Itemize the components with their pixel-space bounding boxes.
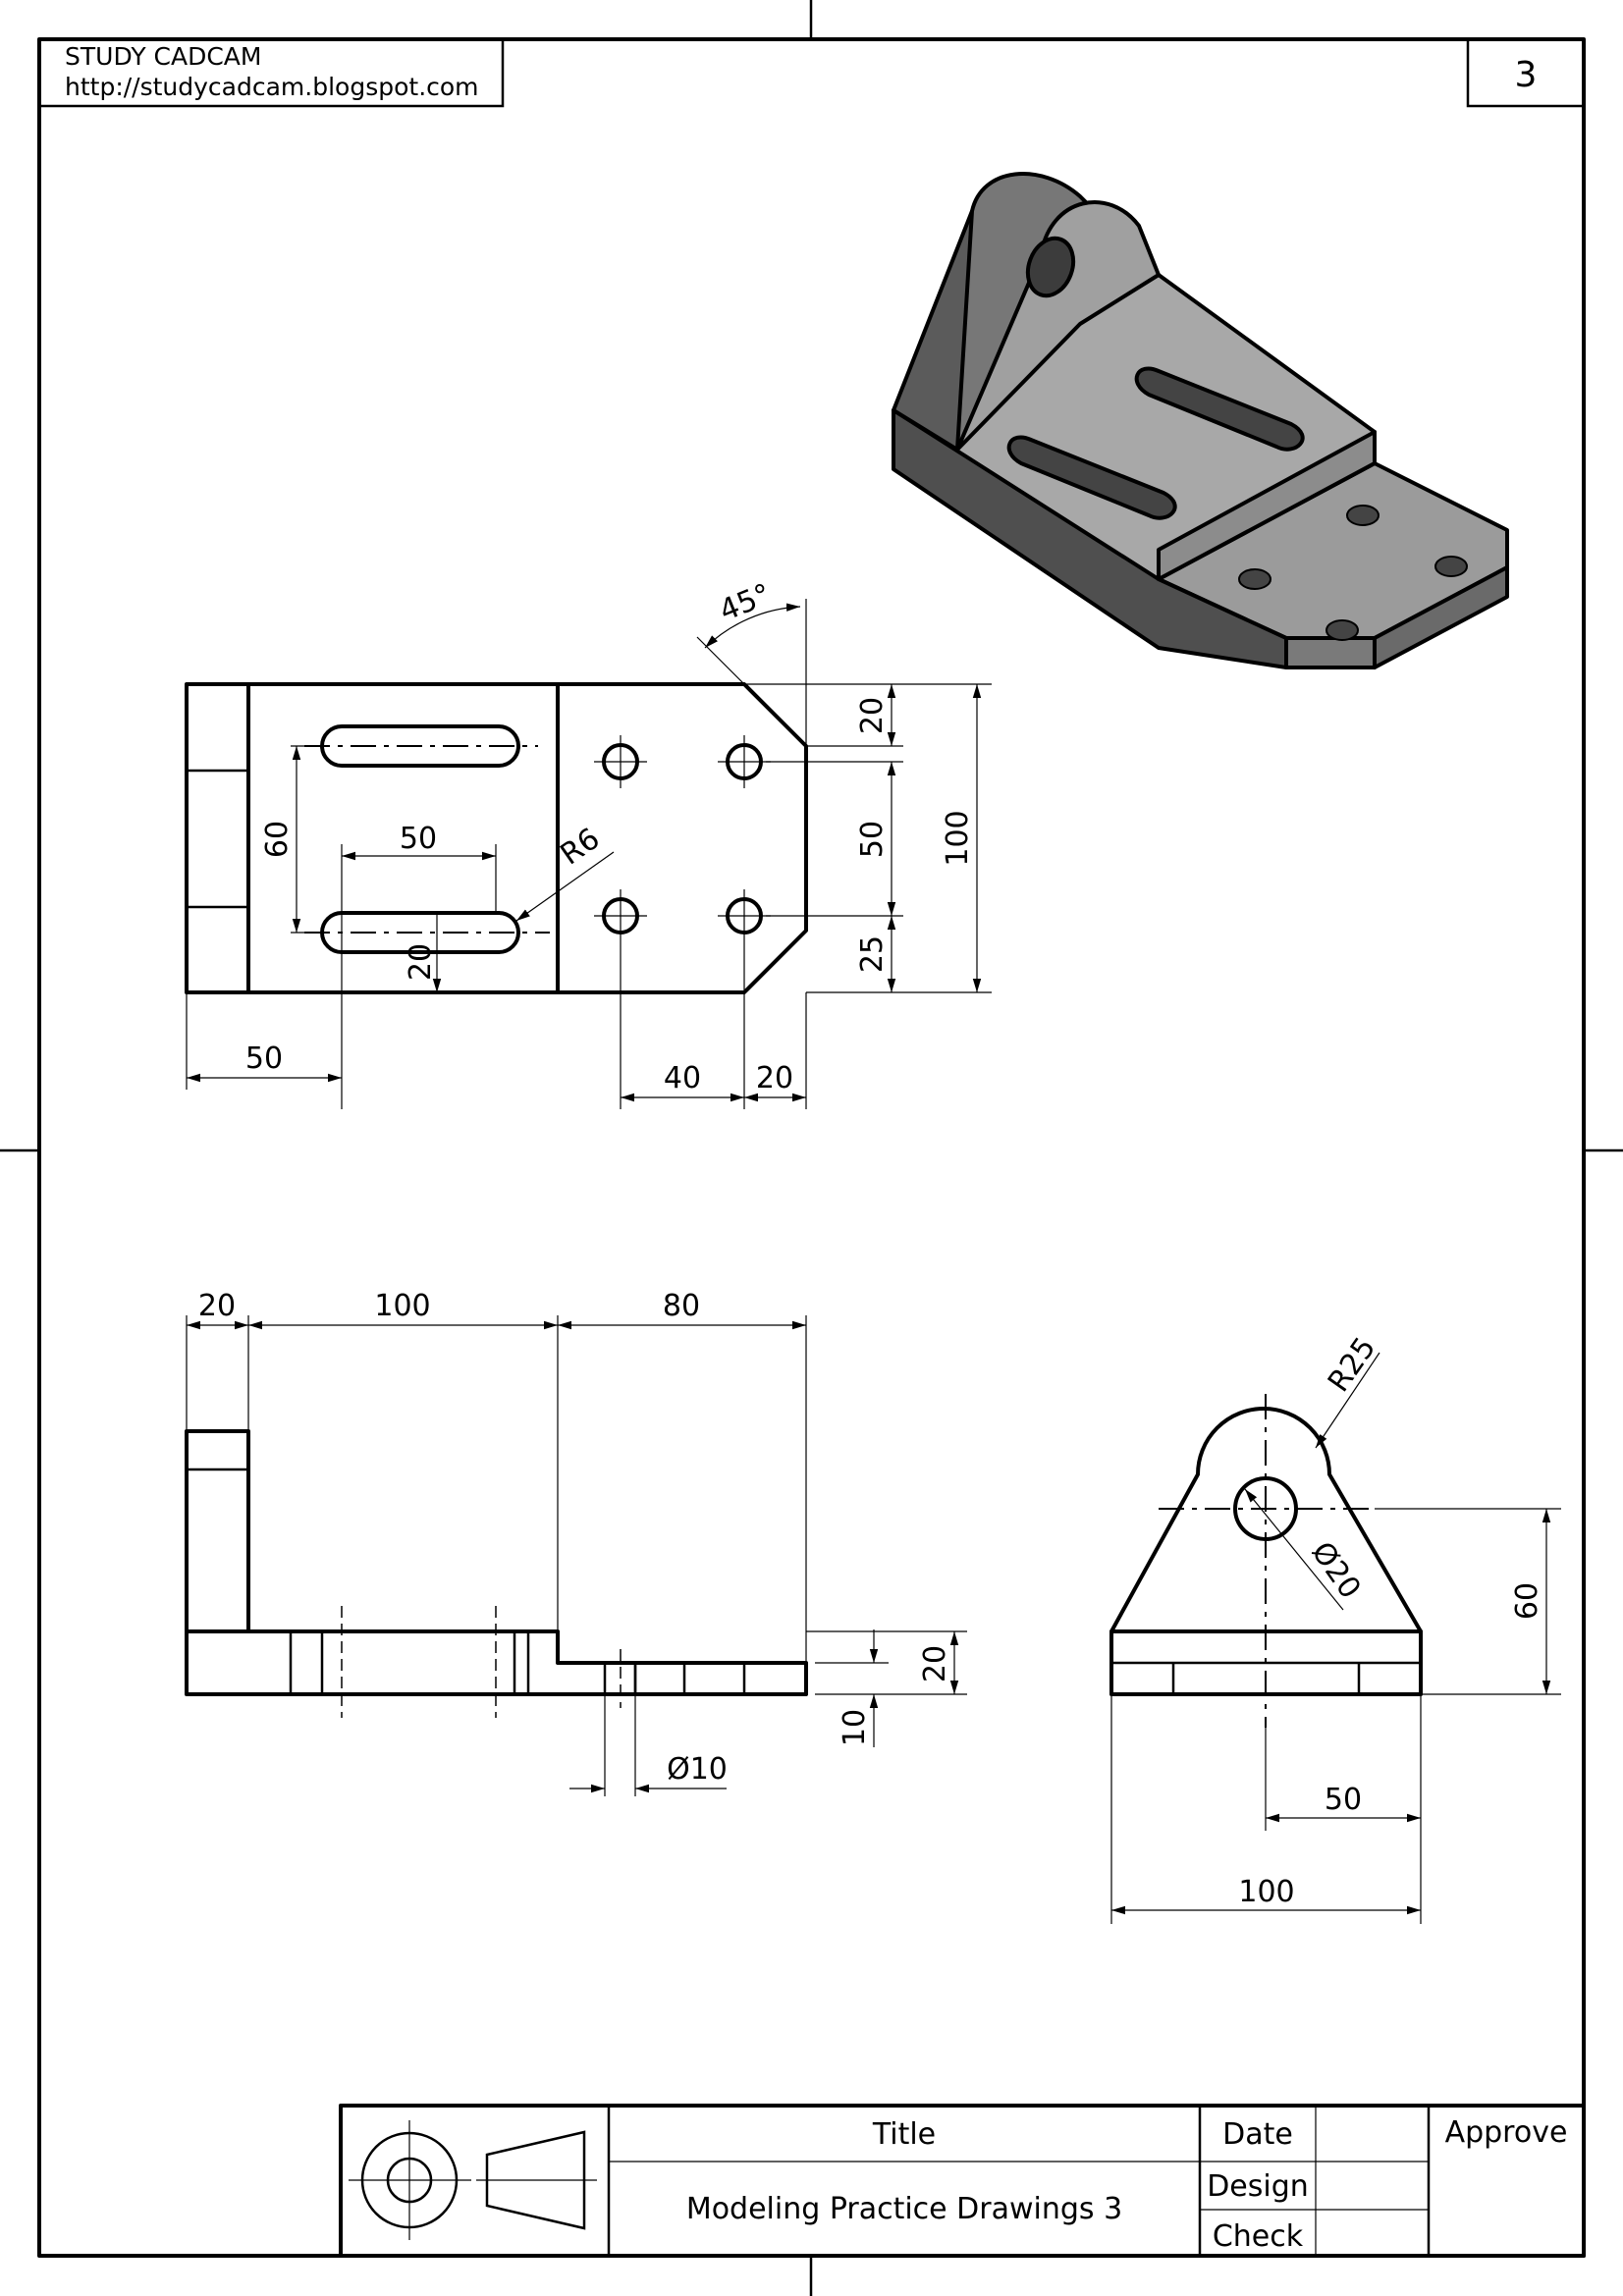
dim-front-10: 10 [838, 1709, 872, 1746]
dim-top-100: 100 [941, 810, 975, 866]
dim-r6: R6 [555, 822, 607, 873]
front-view: 20 100 80 20 10 Ø10 [185, 1289, 967, 1796]
dim-front-20: 20 [198, 1289, 236, 1323]
side-view: R25 Ø20 60 50 100 [1109, 1331, 1561, 1924]
dim-top-25: 25 [855, 935, 890, 973]
dim-front-100: 100 [374, 1289, 430, 1323]
dim-diameter-10: Ø10 [667, 1752, 728, 1787]
dim-diameter-20: Ø20 [1304, 1536, 1367, 1606]
dim-slot-50: 50 [400, 822, 437, 856]
check-label: Check [1213, 2219, 1304, 2254]
dim-side-100: 100 [1238, 1875, 1294, 1909]
dim-left-50: 50 [245, 1041, 283, 1076]
sheet-number-box: 3 [1466, 37, 1586, 108]
projection-symbol-icon [349, 2120, 597, 2240]
angle-label: 45° [715, 577, 776, 628]
isometric-view [892, 172, 1509, 669]
dim-slot-width-20: 20 [404, 943, 438, 981]
company-url: http://studycadcam.blogspot.com [65, 73, 479, 101]
dim-side-60: 60 [1510, 1582, 1544, 1620]
dim-front-height-20: 20 [918, 1645, 952, 1682]
dim-r25: R25 [1322, 1331, 1383, 1398]
design-label: Design [1207, 2169, 1309, 2204]
date-label: Date [1222, 2117, 1293, 2152]
title-block: Title Modeling Practice Drawings 3 Date … [339, 2104, 1586, 2258]
header-box: STUDY CADCAM http://studycadcam.blogspot… [37, 37, 505, 108]
dim-side-50: 50 [1325, 1783, 1362, 1817]
dim-top-50: 50 [855, 821, 890, 858]
dim-bottom-20: 20 [756, 1061, 793, 1095]
sheet-number: 3 [1515, 55, 1538, 95]
title-label: Title [872, 2117, 936, 2152]
dim-top-20: 20 [855, 697, 890, 734]
company-name: STUDY CADCAM [65, 42, 261, 71]
dim-slot-spacing-60: 60 [260, 821, 295, 858]
dim-bottom-40: 40 [664, 1061, 701, 1095]
drawing-title: Modeling Practice Drawings 3 [686, 2192, 1122, 2226]
top-view: 45° 20 50 25 100 60 50 R6 20 50 [185, 577, 992, 1109]
approve-label: Approve [1445, 2115, 1568, 2150]
dim-front-80: 80 [663, 1289, 700, 1323]
